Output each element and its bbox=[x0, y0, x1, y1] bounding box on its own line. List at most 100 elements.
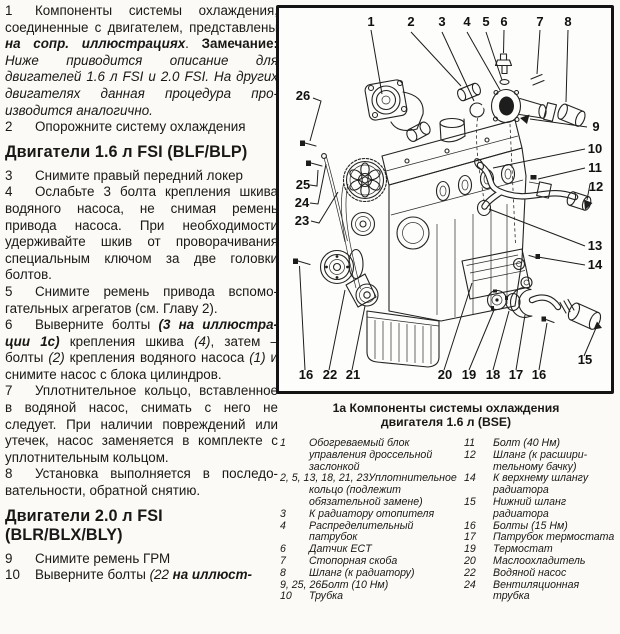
legend-text: К верхнему шлангу радиатора bbox=[493, 472, 589, 497]
callout-label-22: 22 bbox=[323, 367, 337, 382]
step-number: 8 bbox=[5, 466, 13, 482]
legend-text: Маслоохладитель bbox=[493, 554, 586, 567]
callout-label-11: 11 bbox=[588, 160, 602, 175]
section-heading: Двигатели 2.0 л FSI (BLR/BLX/BLY) bbox=[5, 506, 163, 544]
legend-number: 2, 5, 13, 18, 21, 23 bbox=[280, 472, 369, 485]
legend-row: 1 Обогреваемый блок управления дроссельно… bbox=[280, 437, 464, 473]
legend-text: Обогреваемый блок управления дроссельной… bbox=[309, 437, 433, 473]
legend-number: 3 bbox=[280, 507, 286, 520]
callout-label-18: 18 bbox=[486, 367, 500, 382]
legend-text: Болт (10 Нм) bbox=[321, 578, 389, 591]
legend-row: 14 К верхнему шлангу радиатора bbox=[464, 473, 616, 497]
legend-number: 6 bbox=[280, 543, 286, 556]
engine-diagram: 1234567826252423910111213141516222120191… bbox=[293, 14, 603, 382]
legend-row: 17 Патрубок термостата bbox=[464, 531, 616, 544]
legend-number: 20 bbox=[464, 554, 476, 567]
legend-number: 14 bbox=[464, 472, 476, 485]
legend-text: Патрубок термостата bbox=[493, 531, 615, 544]
legend-text: Термостат bbox=[493, 543, 553, 556]
step-number: 4 bbox=[5, 184, 13, 200]
legend-row: 8 Шланг (к радиатору) bbox=[280, 566, 464, 580]
hose-drawing bbox=[474, 158, 593, 217]
legend-number: 11 bbox=[464, 437, 475, 449]
legend-number: 9, 25, 26 bbox=[280, 578, 322, 591]
legend-number: 16 bbox=[464, 519, 476, 532]
callout-label-26: 26 bbox=[296, 88, 310, 103]
step-number: 1 bbox=[5, 3, 13, 18]
callout-label-10: 10 bbox=[588, 141, 602, 156]
legend-text: К радиатору отопителя bbox=[309, 507, 435, 520]
callout-label-6: 6 bbox=[500, 14, 507, 29]
legend-text: Болт (40 Нм) bbox=[493, 437, 560, 449]
callout-label-16: 16 bbox=[532, 367, 546, 382]
callout-label-14: 14 bbox=[588, 257, 603, 272]
callout-label-17: 17 bbox=[509, 367, 523, 382]
figure-caption-line1: 1а Компоненты системы охлаждения bbox=[332, 401, 560, 415]
legend-number: 7 bbox=[280, 554, 286, 567]
legend-row: 10 Трубка bbox=[280, 590, 464, 603]
legend-text: Вентиляционная трубка bbox=[493, 578, 580, 603]
legend-number: 1 bbox=[280, 437, 286, 449]
legend-text: Уплотнитель­ное кольцо (подлежит обязате… bbox=[309, 472, 457, 508]
legend-row: 11 Болт (40 Нм) bbox=[464, 437, 616, 450]
legend-number: 19 bbox=[464, 543, 476, 556]
callout-label-9: 9 bbox=[592, 119, 599, 134]
legend-text: Шланг (к радиатору) bbox=[309, 566, 415, 579]
callout-label-3: 3 bbox=[438, 14, 445, 29]
legend-row: 2, 5, 13, 18, 21, 23Уплотнитель­ное коль… bbox=[280, 473, 464, 508]
cooler-thermostat-drawing bbox=[461, 248, 602, 330]
legend-number: 15 bbox=[464, 495, 476, 508]
engine-block-drawing bbox=[293, 117, 527, 368]
step-number: 2 bbox=[5, 119, 13, 135]
legend-row: 22 Водяной насос bbox=[464, 566, 616, 580]
legend-text: Трубка bbox=[309, 590, 344, 603]
callout-label-15: 15 bbox=[578, 352, 592, 367]
legend-row: 16 Болты (15 Нм) bbox=[464, 519, 616, 533]
figure-caption-line2: двигателя 1.6 л (BSE) bbox=[380, 415, 512, 429]
callout-label-24: 24 bbox=[295, 195, 310, 210]
legend-number: 4 bbox=[280, 519, 286, 532]
legend-number: 10 bbox=[280, 590, 292, 603]
legend-text: Болты (15 Нм) bbox=[493, 519, 568, 532]
callout-label-4: 4 bbox=[463, 14, 471, 29]
legend-number: 12 bbox=[464, 448, 476, 461]
throttle-body-drawing bbox=[364, 79, 431, 142]
legend-number: 17 bbox=[464, 531, 476, 544]
step-number: 9 bbox=[5, 550, 13, 566]
legend-text: Стопорная скоба bbox=[309, 554, 398, 567]
legend-column-left: 1 Обогреваемый блок управления дроссельно… bbox=[276, 437, 464, 603]
step-number: 3 bbox=[5, 167, 13, 183]
callout-label-1: 1 bbox=[367, 14, 374, 29]
legend-text: Водяной насос bbox=[493, 566, 567, 579]
callout-label-8: 8 bbox=[564, 14, 571, 29]
section-heading: Двигатели 1.6 л FSI (BLF/BLP) bbox=[5, 142, 248, 161]
legend-row: 9, 25, 26Болт (10 Нм) bbox=[280, 578, 464, 592]
legend-row: 3 К радиатору отопителя bbox=[280, 507, 464, 521]
callout-label-23: 23 bbox=[295, 213, 309, 228]
callout-label-5: 5 bbox=[482, 14, 489, 29]
step-number: 5 bbox=[5, 283, 13, 299]
callout-label-21: 21 bbox=[346, 367, 360, 382]
legend-number: 8 bbox=[280, 566, 286, 579]
callout-label-19: 19 bbox=[462, 367, 476, 382]
callout-label-2: 2 bbox=[407, 14, 414, 29]
legend-number: 22 bbox=[464, 566, 476, 579]
